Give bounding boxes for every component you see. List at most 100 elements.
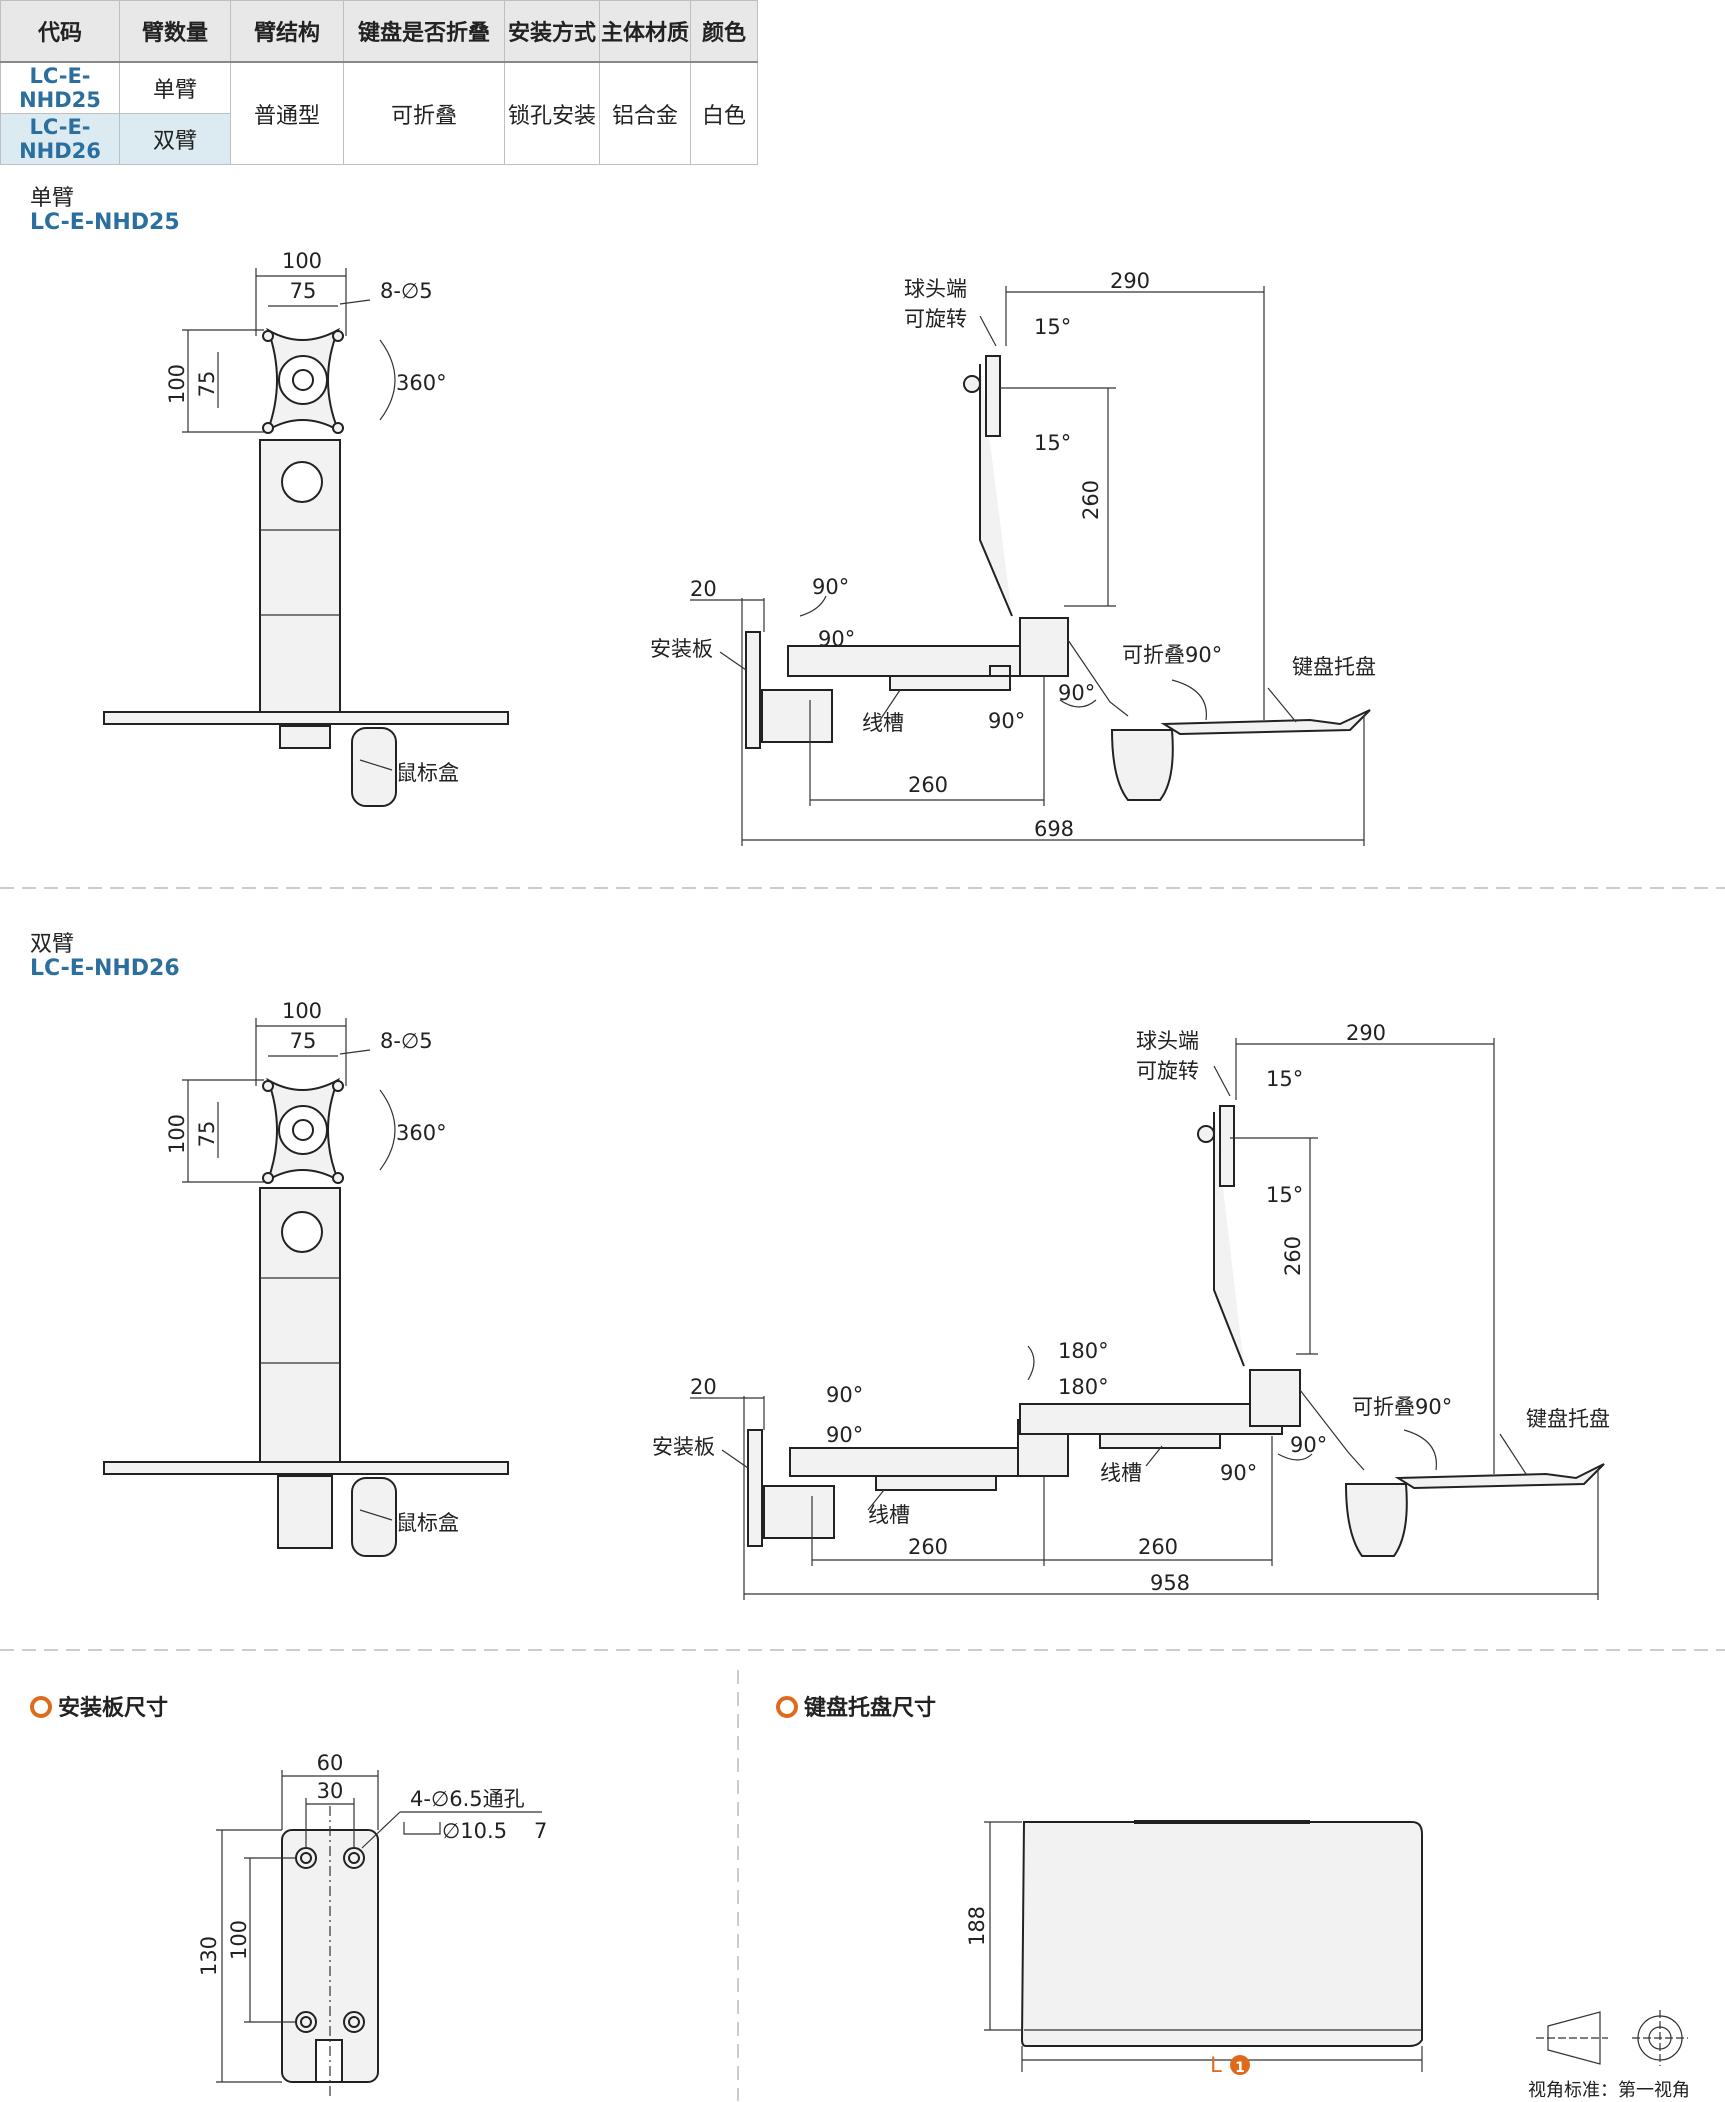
mouse-box <box>351 727 397 807</box>
arm-segment <box>789 1447 1063 1477</box>
svg-text:球头端: 球头端 <box>904 277 967 301</box>
svg-text:100: 100 <box>282 249 322 273</box>
svg-text:∅10.5: ∅10.5 <box>442 1819 507 1843</box>
single-title: 单臂 <box>30 186 75 211</box>
mount-plate-drawing: 60 30 130 100 4-∅6.5通孔 ∅10.5 7 <box>197 1751 547 2096</box>
col-header-fold: 键盘是否折叠 <box>343 0 505 63</box>
svg-text:100: 100 <box>165 1114 189 1154</box>
svg-text:线槽: 线槽 <box>868 1503 910 1527</box>
table-row: LC-E-NHD25 单臂 普通型 可折叠 锁孔安装 铝合金 白色 <box>0 61 758 165</box>
svg-text:958: 958 <box>1150 1571 1190 1595</box>
svg-text:20: 20 <box>690 1375 717 1399</box>
mouse-box <box>351 1477 397 1557</box>
svg-text:75: 75 <box>290 279 317 303</box>
svg-text:L: L <box>1210 2053 1222 2077</box>
svg-text:可折叠90°: 可折叠90° <box>1352 1395 1452 1419</box>
svg-text:球头端: 球头端 <box>1136 1029 1199 1053</box>
plate-section-title: 安装板尺寸 <box>30 1690 168 1722</box>
svg-text:90°: 90° <box>826 1383 863 1407</box>
svg-text:260: 260 <box>908 1535 948 1559</box>
svg-text:安装板: 安装板 <box>650 637 713 661</box>
mouse-box <box>1344 1483 1408 1557</box>
svg-text:290: 290 <box>1346 1021 1386 1045</box>
mount-plate <box>747 1429 763 1547</box>
svg-text:90°: 90° <box>826 1423 863 1447</box>
svg-text:可旋转: 可旋转 <box>1136 1059 1199 1083</box>
cable-channel <box>1099 1433 1221 1449</box>
svg-text:线槽: 线槽 <box>1100 1461 1142 1485</box>
cable-hole <box>281 461 323 503</box>
svg-text:75: 75 <box>195 371 219 398</box>
svg-text:60: 60 <box>317 1751 344 1775</box>
svg-text:90°: 90° <box>1058 681 1095 705</box>
svg-text:安装板: 安装板 <box>652 1435 715 1459</box>
svg-text:75: 75 <box>195 1121 219 1148</box>
side-view-single: 290 球头端 可旋转 15° 15° 260 20 90° 90° 安装板 线… <box>650 269 1376 846</box>
view-standard: 视角标准：第一视角 <box>1528 2080 1690 2101</box>
arms-cell: 单臂 <box>119 61 231 114</box>
svg-text:260: 260 <box>1138 1535 1178 1559</box>
svg-text:可旋转: 可旋转 <box>904 307 967 331</box>
svg-text:100: 100 <box>227 1920 251 1960</box>
cable-hole <box>281 1211 323 1253</box>
svg-text:90°: 90° <box>988 709 1025 733</box>
svg-text:7: 7 <box>534 1819 547 1843</box>
structure-cell: 普通型 <box>230 61 344 165</box>
side-view-double: 290 球头端 可旋转 15° 15° 260 20 90° 90° 180° … <box>652 1021 1610 1600</box>
svg-text:260: 260 <box>908 773 948 797</box>
svg-text:188: 188 <box>965 1906 989 1946</box>
col-header-code: 代码 <box>0 0 120 63</box>
svg-text:15°: 15° <box>1034 315 1071 339</box>
svg-text:180°: 180° <box>1058 1339 1109 1363</box>
monitor-head <box>985 355 1001 437</box>
cable-channel <box>889 675 1011 691</box>
svg-text:698: 698 <box>1034 817 1074 841</box>
svg-text:可折叠90°: 可折叠90° <box>1122 643 1222 667</box>
monitor-head <box>1219 1105 1235 1187</box>
table-header-row: 代码 臂数量 臂结构 键盘是否折叠 安装方式 主体材质 颜色 <box>0 0 758 63</box>
svg-text:20: 20 <box>690 577 717 601</box>
svg-text:1: 1 <box>1235 2060 1245 2076</box>
keyboard-tray <box>1020 1821 1423 2047</box>
double-title: 双臂 <box>30 932 75 957</box>
color-cell: 白色 <box>690 61 758 165</box>
code-cell: LC-E-NHD26 <box>0 113 120 165</box>
svg-text:360°: 360° <box>396 1121 447 1145</box>
desk-plate <box>103 711 509 725</box>
svg-text:8-∅5: 8-∅5 <box>380 279 433 303</box>
mount-plate <box>745 631 761 749</box>
mount-cell: 锁孔安装 <box>504 61 600 165</box>
svg-text:100: 100 <box>165 364 189 404</box>
svg-text:90°: 90° <box>818 627 855 651</box>
col-header-structure: 臂结构 <box>230 0 344 63</box>
keyboard-tray-drawing: 188 L 1 <box>965 1820 1423 2077</box>
svg-text:290: 290 <box>1110 269 1150 293</box>
mouse-box <box>1110 729 1174 801</box>
col-header-material: 主体材质 <box>599 0 691 63</box>
svg-text:260: 260 <box>1079 480 1103 520</box>
bullet-icon <box>30 1696 52 1718</box>
bullet-icon <box>776 1696 798 1718</box>
svg-text:90°: 90° <box>812 575 849 599</box>
svg-text:100: 100 <box>282 999 322 1023</box>
projection-symbol <box>1536 2010 1688 2066</box>
front-view-single: 100 75 8-∅5 100 75 360° 鼠标盒 <box>103 249 509 807</box>
svg-text:15°: 15° <box>1266 1183 1303 1207</box>
fold-cell: 可折叠 <box>343 61 505 165</box>
svg-text:键盘托盘: 键盘托盘 <box>1526 1407 1610 1431</box>
note-badge <box>1230 2055 1250 2075</box>
svg-text:130: 130 <box>197 1936 221 1976</box>
svg-text:键盘托盘: 键盘托盘 <box>1292 655 1376 679</box>
arm-segment <box>1019 1403 1283 1435</box>
svg-text:15°: 15° <box>1266 1067 1303 1091</box>
spec-table: 代码 臂数量 臂结构 键盘是否折叠 安装方式 主体材质 颜色 LC-E-NHD2… <box>0 0 758 165</box>
svg-text:360°: 360° <box>396 371 447 395</box>
keyboard-tray <box>1394 1463 1605 1490</box>
tray-section-title: 键盘托盘尺寸 <box>776 1690 936 1722</box>
desk-plate <box>103 1461 509 1475</box>
svg-text:4-∅6.5通孔: 4-∅6.5通孔 <box>410 1787 525 1811</box>
svg-text:鼠标盒: 鼠标盒 <box>396 1511 459 1535</box>
arms-cell: 双臂 <box>119 113 231 165</box>
single-code: LC-E-NHD25 <box>30 210 180 235</box>
code-cell: LC-E-NHD25 <box>0 61 120 114</box>
